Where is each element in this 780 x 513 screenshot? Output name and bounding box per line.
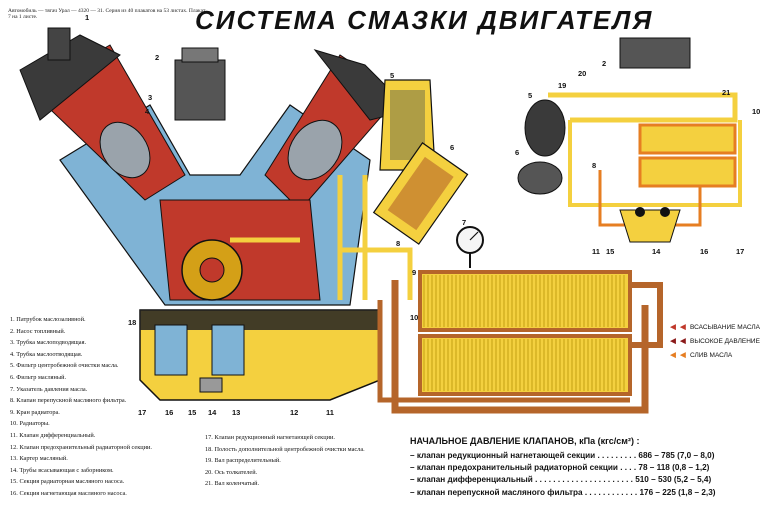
svg-text:1: 1 (85, 13, 89, 22)
svg-text:11: 11 (592, 247, 600, 256)
flow-legend: ◄◄ ВСАСЫВАНИЕ МАСЛА ◄◄ ВЫСОКОЕ ДАВЛЕНИЕ … (668, 320, 760, 362)
legend-item: 2. Насос топливный. (10, 327, 66, 335)
legend-item: 16. Секция нагнетающая масляного насоса. (10, 489, 127, 497)
svg-text:15: 15 (606, 247, 614, 256)
legend-item: 1. Патрубок маслозаливной. (10, 316, 86, 323)
legend-item: 3. Трубка маслоподводящая. (10, 339, 87, 347)
svg-text:20: 20 (578, 69, 586, 78)
engine-block (19, 34, 411, 306)
legend-item: 21. Вал коленчатый. (205, 480, 260, 488)
legend-item: 11. Клапан дифференциальный. (10, 431, 96, 439)
pressure-gauge (456, 226, 484, 268)
svg-text:2: 2 (602, 59, 606, 68)
flow-legend-pressure: ◄◄ ВЫСОКОЕ ДАВЛЕНИЕ (668, 334, 760, 348)
legend-item: 8. Клапан перепускной масляного фильтра. (10, 397, 127, 405)
legend-item: 7. Указатель давления масла. (10, 385, 88, 393)
callouts-schematic: 2 20 19 5 21 10 6 8 11 15 14 16 17 (515, 59, 760, 256)
svg-text:12: 12 (290, 408, 298, 417)
oil-lines (230, 175, 413, 300)
legend-item: 17. Клапан редукционный нагнетающей секц… (205, 434, 335, 441)
svg-text:4: 4 (145, 107, 150, 116)
legend-item: 12. Клапан предохранительный радиаторной… (10, 443, 152, 451)
flow-legend-label: ВСАСЫВАНИЕ МАСЛА (690, 323, 760, 331)
flow-legend-suction: ◄◄ ВСАСЫВАНИЕ МАСЛА (668, 320, 760, 334)
svg-text:9: 9 (412, 268, 416, 277)
legend-item: 14. Трубы всасывающая с заборником. (10, 466, 114, 474)
oil-radiators (377, 270, 663, 414)
arrow-icon: ◄◄ (668, 335, 688, 347)
schematic (517, 37, 742, 243)
flow-legend-drain: ◄◄ СЛИВ МАСЛА (668, 348, 760, 362)
legend-item: 10. Радиаторы. (10, 420, 50, 428)
svg-text:15: 15 (188, 408, 196, 417)
legend-item: 18. Полость дополнительной центробежной … (205, 445, 365, 453)
svg-text:14: 14 (208, 408, 217, 417)
legend-item: 15. Секция радиаторная масляного насоса. (10, 478, 125, 486)
legend-item: 4. Трубка маслоотводящая. (10, 350, 83, 358)
oil-filler-pipe (47, 27, 71, 61)
svg-text:10: 10 (410, 313, 418, 322)
legend-item: 20. Ось толкателей. (205, 468, 258, 476)
callouts-main: 1 2 3 4 5 6 7 8 9 10 18 17 16 15 14 13 1… (85, 13, 466, 417)
svg-text:13: 13 (232, 408, 240, 417)
svg-text:17: 17 (736, 247, 744, 256)
svg-text:8: 8 (396, 239, 400, 248)
svg-text:7: 7 (462, 218, 466, 227)
legend-item: 5. Фильтр центробежной очистки масла. (10, 362, 119, 370)
arrow-icon: ◄◄ (668, 321, 688, 333)
valve-row: – клапан дифференциальный . . . . . . . … (410, 475, 712, 485)
page-title: СИСТЕМА СМАЗКИ ДВИГАТЕЛЯ (195, 5, 654, 35)
fuel-pump (174, 47, 226, 121)
valve-pressures: НАЧАЛЬНОЕ ДАВЛЕНИЕ КЛАПАНОВ, кПа (кгс/см… (410, 436, 770, 499)
svg-text:6: 6 (450, 143, 454, 152)
legend-item: 19. Вал распределительный. (205, 457, 281, 465)
svg-text:10: 10 (752, 107, 760, 116)
svg-text:6: 6 (515, 148, 519, 157)
svg-text:21: 21 (722, 88, 730, 97)
flow-legend-label: ВЫСОКОЕ ДАВЛЕНИЕ (690, 337, 760, 345)
svg-text:18: 18 (128, 318, 136, 327)
svg-text:16: 16 (700, 247, 708, 256)
legend-item: 6. Фильтр масляный. (10, 373, 67, 381)
valve-pressures-title: НАЧАЛЬНОЕ ДАВЛЕНИЕ КЛАПАНОВ, кПа (кгс/см… (410, 436, 640, 446)
arrow-icon: ◄◄ (668, 349, 688, 361)
svg-text:16: 16 (165, 408, 173, 417)
valve-row: – клапан редукционный нагнетающей секции… (410, 451, 715, 460)
svg-text:17: 17 (138, 408, 146, 417)
svg-text:14: 14 (652, 247, 661, 256)
oil-pump (154, 324, 245, 393)
legend-item: 9. Кран радиатора. (10, 408, 60, 416)
flow-legend-label: СЛИВ МАСЛА (690, 351, 733, 359)
header-note: Автомобиль — тягач Урал — 4320 — 31. Сер… (8, 8, 206, 21)
valve-row: – клапан перепускной масляного фильтра .… (410, 487, 716, 497)
svg-text:2: 2 (155, 53, 159, 62)
svg-text:3: 3 (148, 93, 152, 102)
parts-legend-left: 1. Патрубок маслозаливной. 2. Насос топл… (10, 314, 205, 500)
svg-text:5: 5 (390, 71, 394, 80)
legend-item: 13. Картер масляный. (10, 455, 68, 463)
svg-text:8: 8 (592, 161, 596, 170)
svg-text:5: 5 (528, 91, 532, 100)
svg-text:19: 19 (558, 81, 566, 90)
oil-filter (372, 142, 469, 245)
svg-text:11: 11 (326, 408, 334, 417)
valve-row: – клапан предохранительный радиаторной с… (410, 463, 710, 473)
parts-legend-mid: 17. Клапан редукционный нагнетающей секц… (205, 432, 380, 490)
